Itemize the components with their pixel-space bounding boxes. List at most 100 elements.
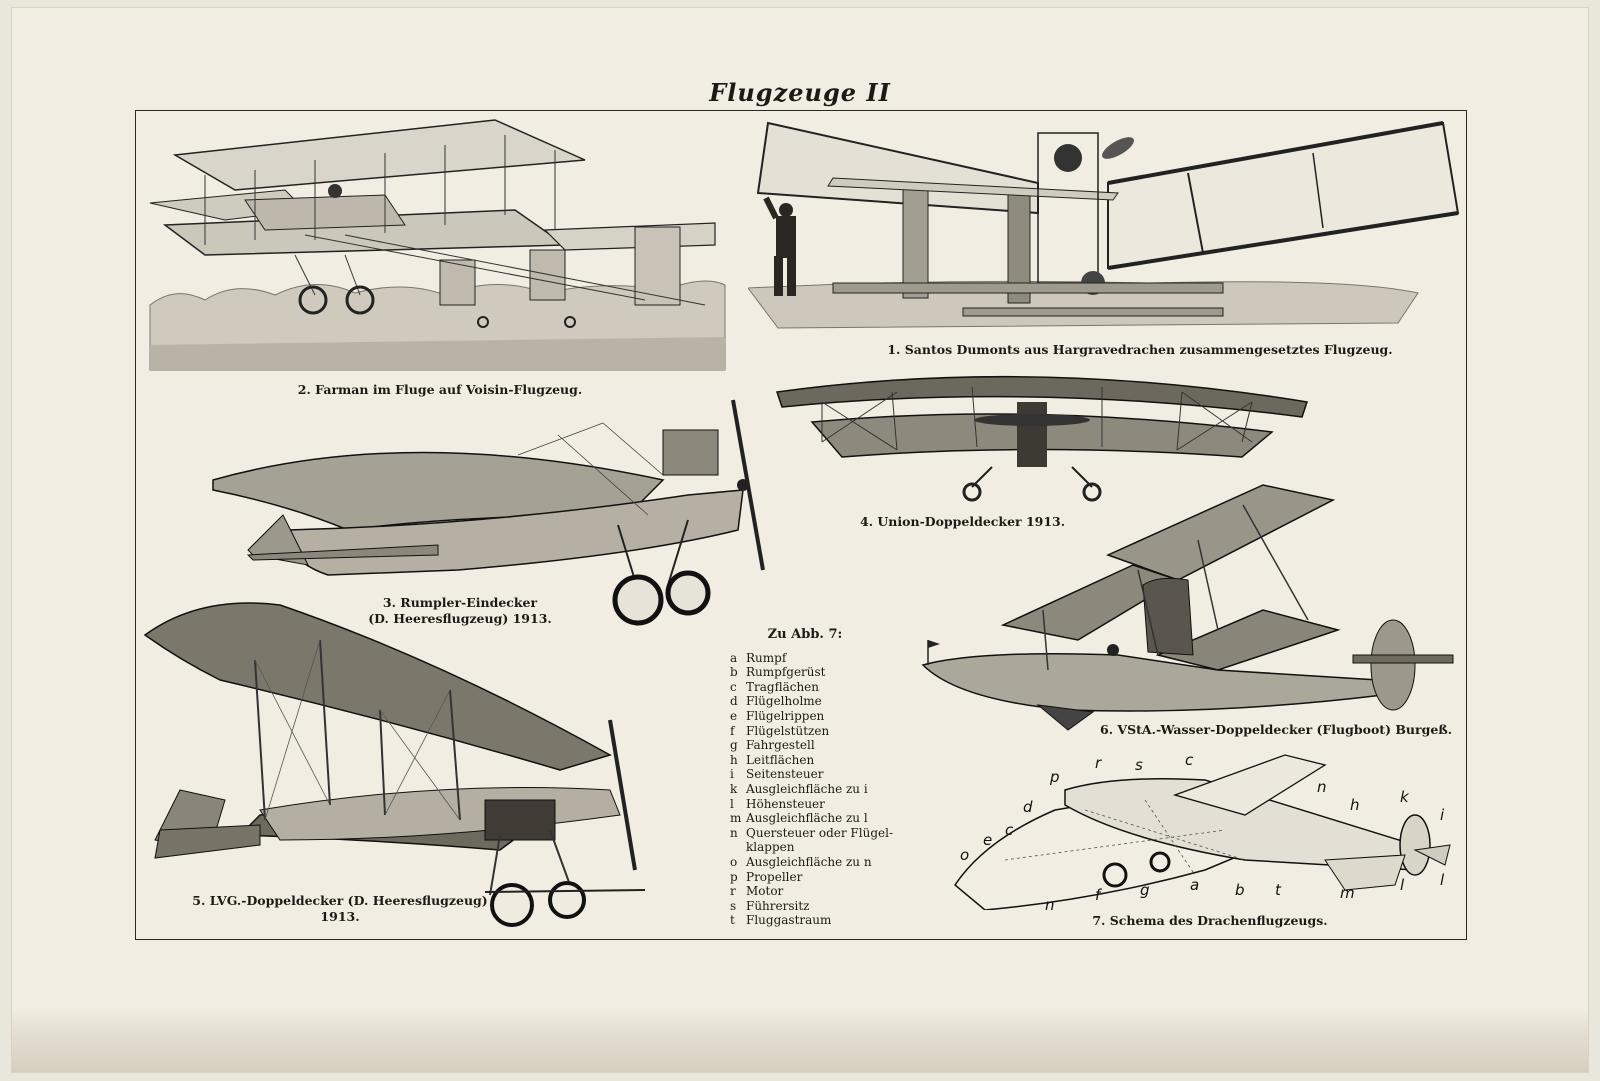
figure-7-caption: 7. Schema des Drachenflugzeugs. xyxy=(1092,913,1328,928)
figure-3-caption-line-2: (D. Heeresflugzeug) 1913. xyxy=(368,611,552,626)
schema-label: o xyxy=(960,846,969,864)
figure-2-caption: 2. Farman im Fluge auf Voisin-Flugzeug. xyxy=(297,382,583,397)
legend-item: s Führersitz xyxy=(730,899,920,914)
figure-5-caption-line-1: 5. LVG.-Doppeldecker (D. Heeresflugzeug) xyxy=(192,893,488,908)
figure-1-santos-dumont-illustration xyxy=(748,121,1460,329)
schema-label: k xyxy=(1400,788,1410,806)
figure-5-lvg-biplane-illustration xyxy=(143,602,646,927)
legend-key: b xyxy=(730,665,738,680)
schema-label: f xyxy=(1095,886,1103,904)
paper-edge-shadow xyxy=(12,1008,1588,1072)
legend-item: n Quersteuer oder Flügel- xyxy=(730,826,920,841)
legend-text: klappen xyxy=(746,840,795,855)
legend-key: e xyxy=(730,708,738,723)
legend-item: l Höhensteuer xyxy=(730,797,920,812)
figure-3-rumpler-monoplane-illustration xyxy=(212,399,765,626)
legend-item: t Fluggastraum xyxy=(730,913,920,928)
legend-text: Ausgleichfläche zu i xyxy=(746,781,868,796)
legend-text: Flügelrippen xyxy=(746,708,825,723)
figure-6-caption: 6. VStA.-Wasser-Doppeldecker (Flugboot) … xyxy=(1100,722,1453,737)
legend-item: r Motor xyxy=(730,884,920,899)
plate-frame xyxy=(135,110,1467,940)
legend-key: h xyxy=(730,752,738,767)
legend-text: Höhensteuer xyxy=(746,796,825,811)
legend-text: Propeller xyxy=(746,869,803,884)
schema-label: n xyxy=(1045,896,1055,910)
schema-label: s xyxy=(1135,756,1143,774)
legend-text: Motor xyxy=(746,884,784,899)
legend-key: o xyxy=(730,854,738,869)
legend-key: c xyxy=(730,679,737,694)
legend-key: f xyxy=(730,723,735,738)
legend-key: s xyxy=(730,898,737,913)
schema-label: h xyxy=(1350,796,1360,814)
schema-label: b xyxy=(1235,881,1245,899)
legend-text: Flügelstützen xyxy=(746,723,830,738)
legend-key: t xyxy=(730,913,735,928)
legend-key: d xyxy=(730,694,738,709)
legend-text: Fahrgestell xyxy=(746,738,815,753)
schema-label: a xyxy=(1190,876,1199,894)
schema-label: c xyxy=(1185,751,1194,769)
figure-2-farman-illustration xyxy=(149,119,726,371)
legend-heading: Zu Abb. 7: xyxy=(767,627,843,642)
legend-item: g Fahrgestell xyxy=(730,738,920,753)
figure-6-burgess-flying-boat-illustration xyxy=(921,484,1454,731)
legend-item: klappen xyxy=(730,840,920,855)
legend-key: m xyxy=(730,811,742,826)
legend-key: g xyxy=(730,738,738,753)
schema-label: n xyxy=(1317,778,1327,796)
schema-label: m xyxy=(1340,884,1355,902)
schema-label: r xyxy=(1095,754,1102,772)
legend-key: n xyxy=(730,825,738,840)
schema-label: d xyxy=(1023,798,1033,816)
schema-label: p xyxy=(1049,768,1060,786)
legend-key: l xyxy=(730,796,734,811)
figure-4-union-biplane-illustration xyxy=(776,375,1308,502)
legend-text: Seitensteuer xyxy=(746,767,824,782)
legend-item: d Flügelholme xyxy=(730,694,920,709)
schema-label: l xyxy=(1440,871,1445,889)
legend-item: b Rumpfgerüst xyxy=(730,665,920,680)
legend-item: k Ausgleichfläche zu i xyxy=(730,782,920,797)
legend-key: k xyxy=(730,781,738,796)
figure-1-caption: 1. Santos Dumonts aus Hargravedrachen zu… xyxy=(887,342,1393,357)
legend-text: Flügelholme xyxy=(746,694,822,709)
legend-text: Fluggastraum xyxy=(746,913,832,928)
legend-key: r xyxy=(730,884,736,899)
schema-label: l xyxy=(1400,876,1405,894)
legend-item: a Rumpf xyxy=(730,651,920,666)
legend-item: m Ausgleichfläche zu l xyxy=(730,811,920,826)
legend-key: a xyxy=(730,650,738,665)
legend-text: Ausgleichfläche zu n xyxy=(746,854,872,869)
legend-text: Rumpfgerüst xyxy=(746,665,826,680)
legend-text: Leitflächen xyxy=(746,752,815,767)
legend-item: f Flügelstützen xyxy=(730,724,920,739)
legend-text: Führersitz xyxy=(746,898,810,913)
figure-5-caption-line-2: 1913. xyxy=(320,909,360,924)
schema-label: g xyxy=(1140,881,1150,899)
legend-key: p xyxy=(730,869,738,884)
figure-3-caption-line-1: 3. Rumpler-Eindecker xyxy=(382,595,538,610)
legend-item: i Seitensteuer xyxy=(730,767,920,782)
figure-4-caption: 4. Union-Doppeldecker 1913. xyxy=(860,514,1066,529)
schema-label: i xyxy=(1440,806,1445,824)
legend-text: Quersteuer oder Flügel- xyxy=(746,825,893,840)
legend-text: Ausgleichfläche zu l xyxy=(746,811,868,826)
legend-text: Rumpf xyxy=(746,650,787,665)
legend-item: h Leitflächen xyxy=(730,753,920,768)
legend-text: Tragflächen xyxy=(746,679,820,694)
legend-item: c Tragflächen xyxy=(730,680,920,695)
legend-key xyxy=(730,840,746,855)
legend-item: e Flügelrippen xyxy=(730,709,920,724)
legend-key: i xyxy=(730,767,734,782)
schema-label: e xyxy=(983,831,992,849)
legend-item: p Propeller xyxy=(730,870,920,885)
schema-label: c xyxy=(1005,821,1014,839)
legend-item: o Ausgleichfläche zu n xyxy=(730,855,920,870)
page-title: Flugzeuge II xyxy=(709,78,891,107)
